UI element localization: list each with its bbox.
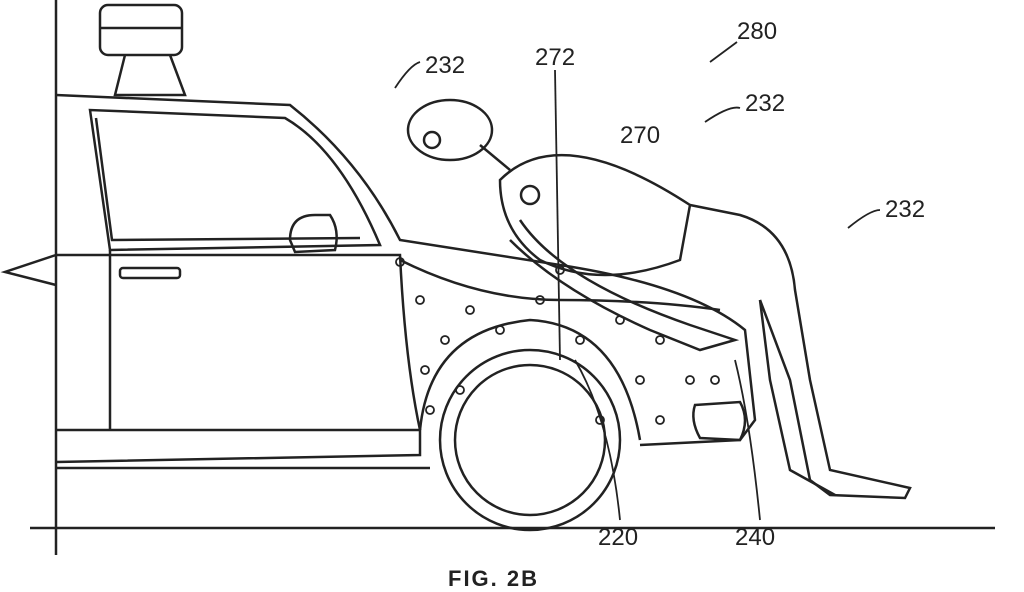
side-mirror (288, 213, 338, 254)
wheel-inner (453, 363, 607, 517)
label-280: 280 (737, 18, 778, 45)
wheel-arch (418, 318, 642, 441)
dummy-torso (498, 153, 692, 277)
car-body-upper (55, 93, 757, 447)
adhesive-dots (395, 257, 720, 425)
hood-line (399, 258, 721, 312)
window (88, 108, 382, 252)
label-240: 240 (735, 524, 776, 551)
dummy-neck (479, 144, 511, 171)
label-270: 270 (620, 122, 661, 149)
label-272: 272 (535, 44, 576, 71)
door-line (56, 253, 422, 431)
break-mark (0, 253, 57, 287)
patent-drawing (0, 0, 995, 555)
label-220: 220 (598, 524, 639, 551)
figure-caption: FIG. 2B (448, 566, 540, 591)
door-handle (118, 266, 182, 280)
label-232-right: 232 (885, 196, 926, 223)
fog-light (692, 400, 747, 442)
wheel-outer (438, 348, 622, 532)
dummy-arm (509, 219, 740, 352)
dummy-head (406, 98, 494, 162)
sill (55, 428, 422, 464)
roof-sensor (98, 3, 184, 57)
label-232-mid: 232 (745, 90, 786, 117)
sensor-mount (113, 54, 187, 97)
label-232-top: 232 (425, 52, 466, 79)
leader-lines (394, 41, 881, 521)
dummy-leg (689, 203, 912, 500)
